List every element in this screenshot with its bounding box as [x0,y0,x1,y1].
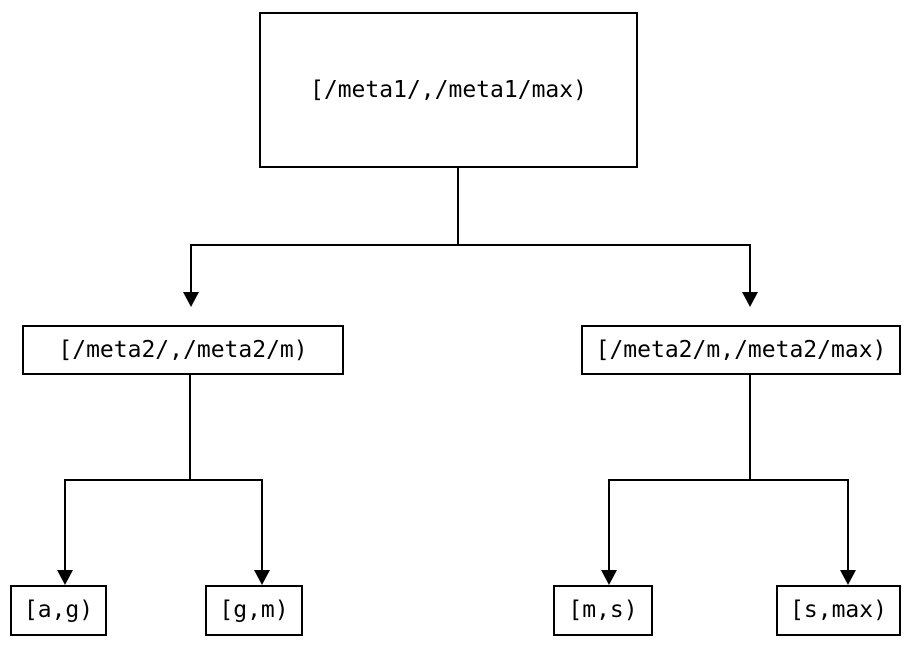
edge-level2-left-bus-b [189,479,262,481]
node-meta2-right[interactable]: [/meta2/m,/meta2/max) [581,325,901,375]
edge-drop-to-leaf-m-s [608,479,610,570]
edge-drop-to-leaf-s-max [847,479,849,570]
edge-level2-right-bus-b [749,479,849,481]
arrowhead-to-meta2-left [183,292,199,307]
edge-meta2-right-stem [749,375,751,481]
node-meta2-left[interactable]: [/meta2/,/meta2/m) [22,325,344,375]
arrowhead-to-leaf-s-max [840,570,856,585]
edge-meta2-left-stem [189,375,191,481]
edge-level1-left-drop [190,244,192,292]
edge-drop-to-leaf-g-m [261,479,263,570]
arrowhead-to-leaf-a-g [57,570,73,585]
node-leaf-a-g[interactable]: [a,g) [10,585,107,636]
node-leaf-s-max[interactable]: [s,max) [776,585,901,636]
edge-drop-to-leaf-a-g [64,479,66,570]
edge-level2-right-bus-a [608,479,751,481]
node-root[interactable]: [/meta1/,/meta1/max) [259,12,638,168]
edge-level1-right-drop [749,244,751,292]
edge-level2-left-bus-a [64,479,191,481]
node-leaf-g-m[interactable]: [g,m) [205,585,303,636]
arrowhead-to-leaf-g-m [254,570,270,585]
arrowhead-to-leaf-m-s [601,570,617,585]
edge-root-stem [457,168,459,246]
node-leaf-m-s[interactable]: [m,s) [553,585,653,636]
arrowhead-to-meta2-right [742,292,758,307]
edge-level1-bus [190,244,750,246]
